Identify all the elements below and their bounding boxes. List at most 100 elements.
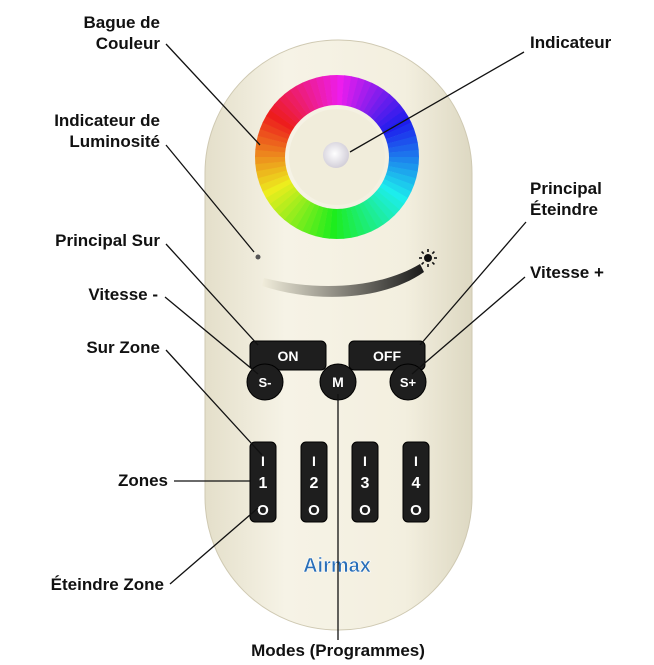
color-ring-segment bbox=[265, 182, 295, 205]
zone-off-glyph: O bbox=[410, 502, 422, 519]
color-ring-segment bbox=[387, 135, 418, 149]
label-color-ring: Bague de Couleur bbox=[40, 12, 160, 54]
zone-button-body[interactable] bbox=[249, 441, 277, 523]
color-ring-segment bbox=[295, 201, 316, 232]
color-ring-segment bbox=[262, 115, 293, 136]
zone-button-4[interactable]: I 4O bbox=[402, 441, 430, 523]
color-ring-segment bbox=[274, 98, 301, 124]
label-brightness-line2: Luminosité bbox=[69, 132, 160, 151]
sun-icon bbox=[419, 249, 437, 267]
color-ring-segment bbox=[322, 208, 333, 239]
zone-number: 3 bbox=[361, 475, 370, 492]
color-ring-segment bbox=[370, 94, 396, 121]
on-button-label: ON bbox=[278, 348, 299, 364]
color-ring-segment bbox=[256, 135, 287, 148]
label-zone-on: Sur Zone bbox=[86, 338, 160, 357]
color-ring-segment bbox=[341, 75, 352, 106]
color-ring-segment bbox=[255, 142, 286, 153]
label-brightness-indicator: Indicateur de Luminosité bbox=[10, 110, 160, 152]
color-ring-segment bbox=[354, 79, 372, 110]
color-ring-segment bbox=[265, 109, 295, 131]
label-main-off: Principal Éteindre bbox=[530, 178, 602, 220]
color-ring-segment bbox=[269, 186, 298, 210]
zone-on-glyph: I bbox=[363, 453, 367, 469]
zone-button-2[interactable]: I 2O bbox=[300, 441, 328, 523]
label-main-on: Principal Sur bbox=[55, 231, 160, 250]
label-modes: Modes (Programmes) bbox=[251, 641, 425, 660]
color-ring-segment bbox=[322, 75, 333, 106]
color-ring-segment bbox=[329, 208, 337, 239]
color-ring-segment bbox=[302, 204, 320, 235]
color-ring[interactable] bbox=[255, 75, 419, 239]
leader-indicator bbox=[349, 51, 525, 153]
zone-number: 4 bbox=[412, 475, 421, 492]
color-ring-segment bbox=[388, 161, 419, 172]
color-ring-segment bbox=[379, 183, 409, 205]
zone-on-glyph: I bbox=[312, 453, 316, 469]
color-ring-segment bbox=[350, 77, 366, 109]
zone-button-3[interactable]: I 3O bbox=[351, 441, 379, 523]
color-ring-segment bbox=[381, 178, 412, 199]
label-brightness-line1: Indicateur de bbox=[54, 111, 160, 130]
color-ring-segment bbox=[376, 104, 405, 128]
color-ring-segment bbox=[262, 178, 292, 198]
color-ring-segment bbox=[336, 208, 345, 239]
color-ring-segment bbox=[366, 196, 390, 225]
leader-main-off bbox=[419, 221, 527, 346]
zone-off-glyph: O bbox=[257, 502, 269, 519]
label-zones: Zones bbox=[117, 471, 168, 490]
color-ring-segment bbox=[387, 166, 418, 179]
zone-button-1[interactable]: I1O bbox=[249, 441, 277, 523]
zone-number: 1 bbox=[259, 475, 268, 492]
color-ring-segment bbox=[296, 82, 316, 112]
color-ring-segment bbox=[257, 128, 289, 144]
color-ring-segment bbox=[289, 85, 312, 115]
color-ring-segment bbox=[255, 156, 286, 165]
color-ring-segment bbox=[284, 196, 308, 225]
brand-logo: Airmax bbox=[303, 555, 371, 577]
leader-zone-off bbox=[169, 507, 259, 585]
color-ring-segment bbox=[255, 161, 286, 172]
color-ring-segment bbox=[255, 149, 286, 157]
zone-off-glyph: O bbox=[308, 502, 320, 519]
color-ring-segment bbox=[315, 207, 328, 238]
color-ring-segment bbox=[363, 85, 385, 115]
zone-button-body[interactable] bbox=[402, 441, 430, 523]
zone-button-body[interactable] bbox=[351, 441, 379, 523]
color-ring-segment bbox=[278, 193, 304, 220]
zone-off-glyph: O bbox=[359, 502, 371, 519]
off-button-label: OFF bbox=[373, 348, 401, 364]
color-ring-segment bbox=[256, 165, 287, 179]
label-speed-plus: Vitesse + bbox=[530, 263, 604, 282]
color-ring-segment bbox=[284, 89, 308, 118]
brightness-indicator-dot bbox=[255, 254, 261, 260]
color-ring-segment bbox=[259, 174, 290, 192]
color-ring-segment bbox=[289, 199, 311, 229]
off-button[interactable] bbox=[348, 340, 426, 371]
zone-on-glyph: I bbox=[414, 453, 418, 469]
leader-speed-minus bbox=[164, 296, 259, 375]
center-indicator-light bbox=[323, 142, 349, 168]
color-ring-segment bbox=[308, 77, 324, 109]
color-ring-segment bbox=[341, 208, 352, 239]
on-button[interactable] bbox=[249, 340, 327, 371]
color-ring-segment bbox=[358, 82, 379, 113]
color-ring-segment bbox=[315, 76, 329, 107]
zone-button-body[interactable] bbox=[300, 441, 328, 523]
color-ring-segment bbox=[279, 93, 304, 121]
zone-number: 2 bbox=[310, 475, 319, 492]
speed-plus-button[interactable] bbox=[389, 363, 427, 401]
leader-brightness-indicator bbox=[165, 144, 255, 253]
color-ring-segment bbox=[373, 99, 401, 124]
mode-button-label: M bbox=[332, 374, 344, 390]
color-ring-segment bbox=[362, 199, 385, 229]
color-ring-segment bbox=[388, 157, 419, 165]
brightness-slider[interactable] bbox=[262, 264, 424, 297]
color-ring-segment bbox=[308, 205, 324, 237]
label-color-ring-line1: Bague de bbox=[83, 13, 160, 32]
color-ring-segment bbox=[373, 190, 400, 216]
color-ring-segment bbox=[302, 79, 320, 110]
color-ring-segment bbox=[388, 149, 419, 158]
